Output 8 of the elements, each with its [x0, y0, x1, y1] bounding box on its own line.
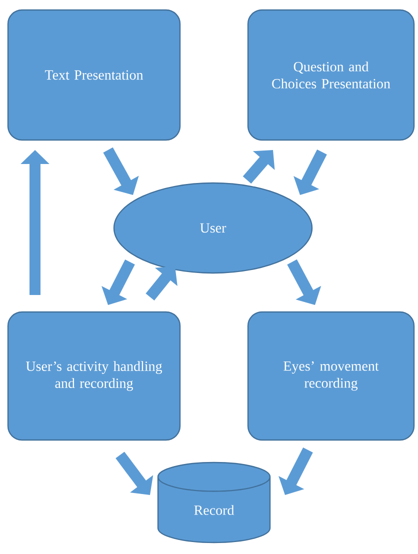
block-arrow — [103, 147, 139, 195]
block-arrow — [287, 259, 322, 305]
process-box: User’s activity handling and recording — [7, 311, 181, 441]
process-box: Question and Choices Presentation — [247, 9, 415, 141]
record-cylinder: Record — [157, 462, 271, 544]
process-box: Eyes’ movement recording — [247, 311, 415, 441]
block-arrow — [116, 452, 154, 495]
process-box: Text Presentation — [7, 9, 181, 141]
